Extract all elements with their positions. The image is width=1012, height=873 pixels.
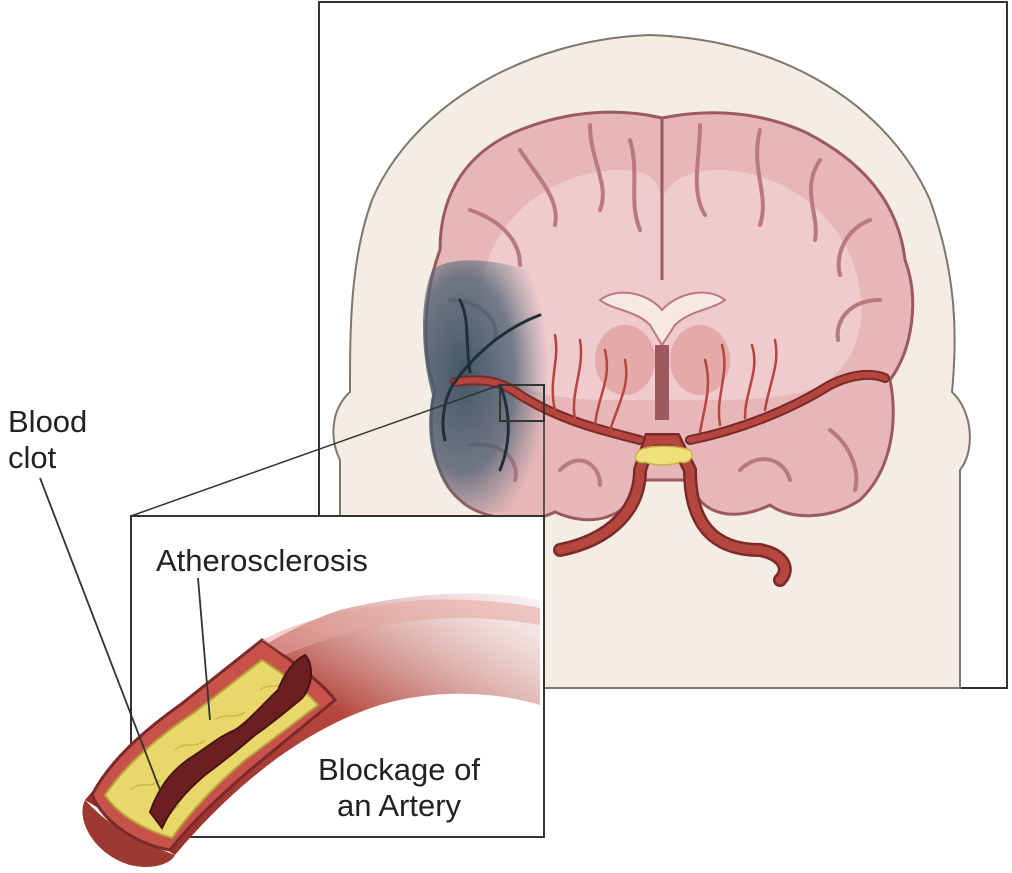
- ischemic-region: [423, 260, 556, 512]
- atherosclerosis-label: Atherosclerosis: [156, 543, 368, 579]
- blood-clot-label-line1: Blood: [8, 404, 87, 440]
- blockage-label: Blockage of an Artery: [318, 752, 480, 824]
- blockage-label-line2: an Artery: [318, 788, 480, 824]
- blockage-label-line1: Blockage of: [318, 752, 480, 788]
- blood-clot-label-line2: clot: [8, 440, 87, 476]
- blood-clot-label: Blood clot: [8, 404, 87, 476]
- optic-chiasm: [635, 446, 692, 465]
